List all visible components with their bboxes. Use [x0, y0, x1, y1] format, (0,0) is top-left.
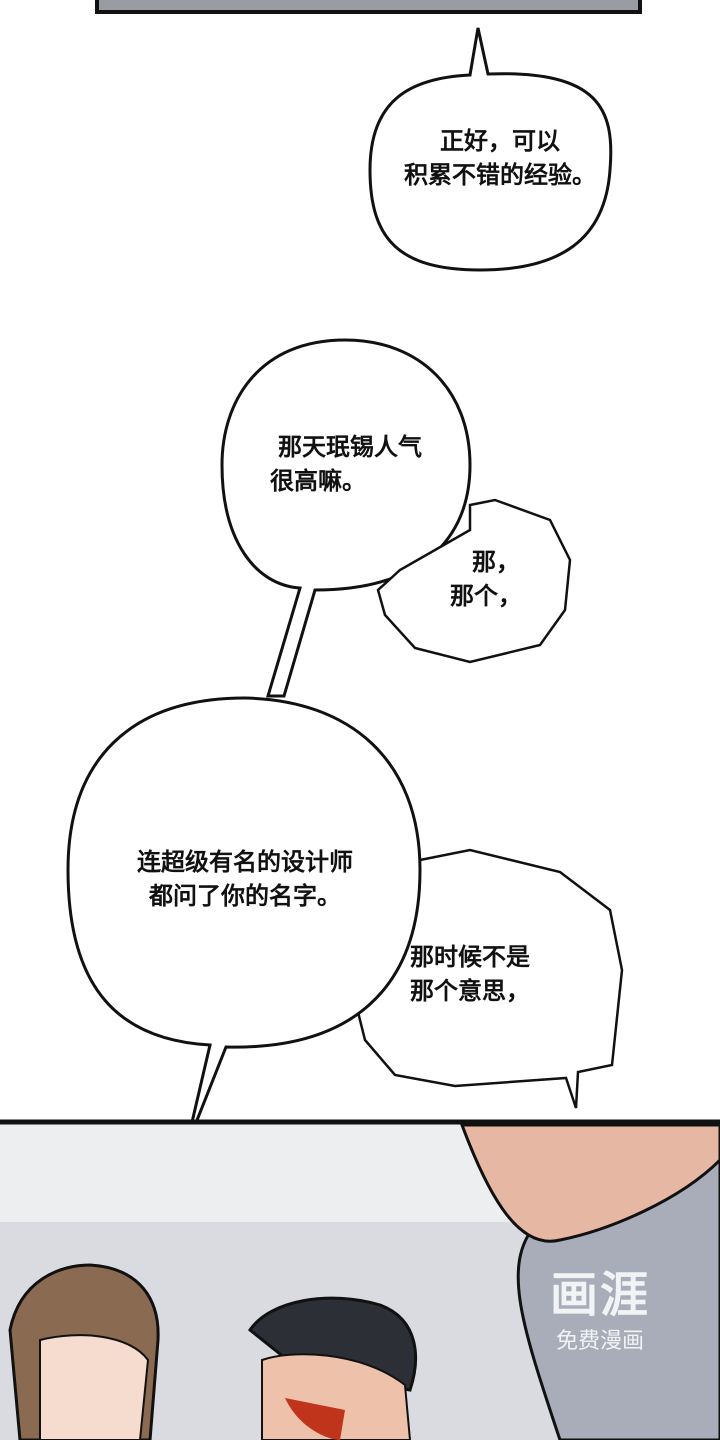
watermark-caption: 免费漫画 — [555, 1329, 644, 1354]
speech-bubble-3 — [376, 498, 572, 664]
speech-bubble-1 — [368, 27, 613, 272]
top-panel-edge — [95, 0, 642, 14]
character-center-face — [261, 1353, 412, 1440]
watermark-logo: 画涯 — [549, 1267, 650, 1323]
bubble-5-text: 那时候不是那个意思， — [410, 943, 530, 1005]
character-left-face — [39, 1334, 150, 1440]
bubble-4-text: 连超级有名的设计师都问了你的名字。 — [137, 848, 353, 910]
speech-bubble-4 — [66, 696, 422, 1149]
bubble-3-text: 那，那个， — [450, 548, 522, 610]
bottom-panel-scene — [0, 1122, 720, 1440]
character-head-right — [459, 1123, 720, 1243]
bubble-2-text: 那天珉锡人气很高嘛。 — [270, 433, 422, 495]
character-mouth — [285, 1398, 345, 1440]
bubble-1-text: 正好，可以积累不错的经验。 — [404, 127, 596, 189]
